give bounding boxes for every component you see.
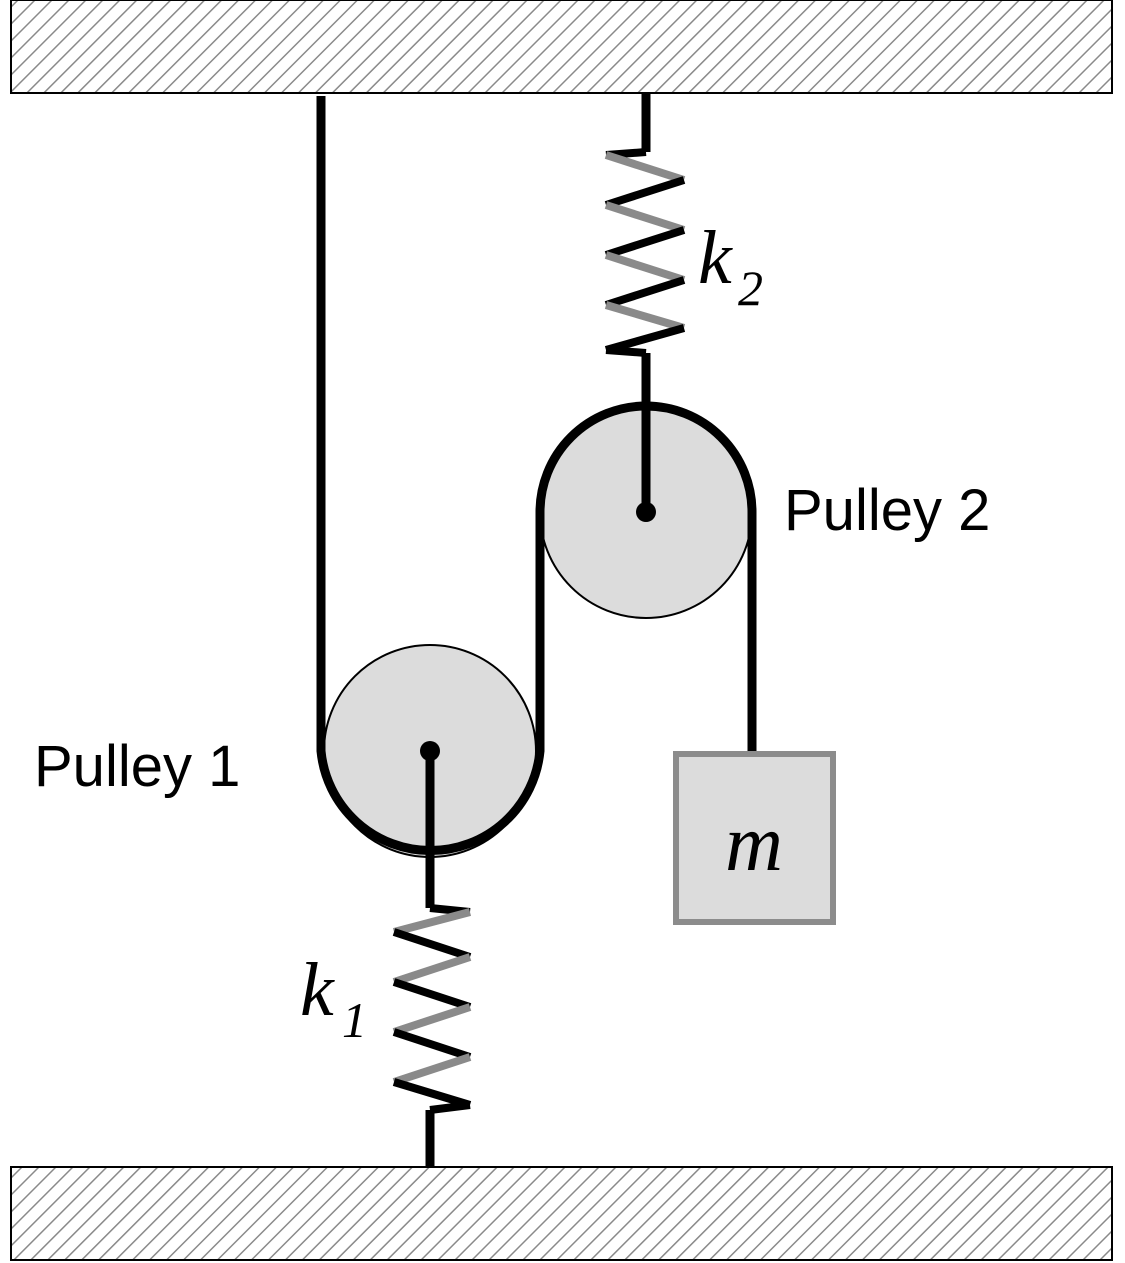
mass-block	[673, 751, 836, 925]
pulley-2-label: Pulley 2	[784, 478, 990, 543]
spring-k2-subscript: 2	[738, 260, 763, 316]
mass-label: m	[725, 800, 783, 888]
pulley-1-label: Pulley 1	[34, 734, 240, 799]
floor	[10, 1166, 1113, 1261]
ceiling	[10, 0, 1113, 94]
spring-k2-symbol: k	[698, 216, 733, 300]
pulley-2-axle	[636, 502, 656, 522]
rope	[316, 96, 757, 856]
spring-k1-symbol: k	[300, 948, 335, 1032]
spring-k1-subscript: 1	[342, 992, 367, 1048]
spring-k2-label: k 2	[698, 216, 763, 316]
spring-k2	[604, 93, 686, 410]
spring-k1-label: k 1	[300, 948, 367, 1048]
spring-k1	[392, 751, 472, 1167]
pulley-1-axle	[420, 741, 440, 761]
